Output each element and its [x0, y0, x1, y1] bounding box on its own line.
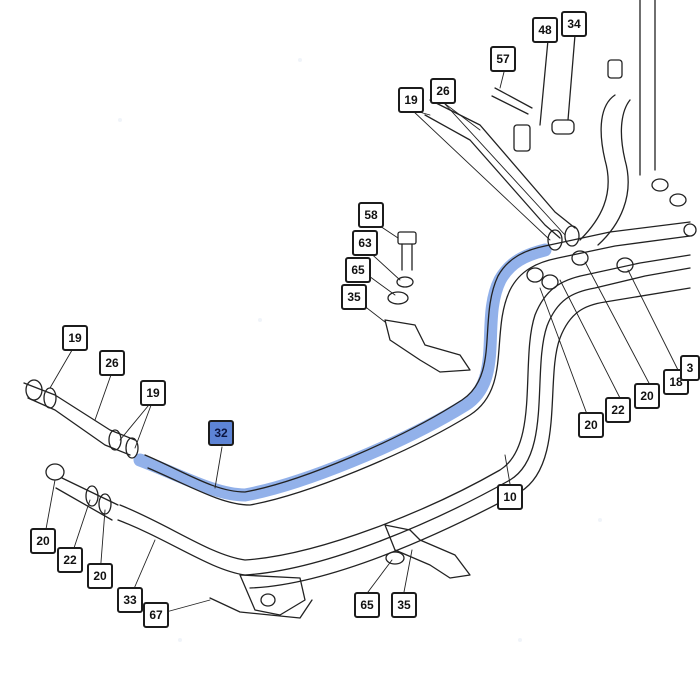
callout-3: 3	[680, 355, 700, 381]
callout-26-left: 26	[99, 350, 125, 376]
callout-20-bl-b: 20	[87, 563, 113, 589]
callout-65-bottom: 65	[354, 592, 380, 618]
callout-26-top: 26	[430, 78, 456, 104]
top-bolt-and-fittings	[491, 34, 623, 152]
callout-20-bl-a: 20	[30, 528, 56, 554]
background-texture	[118, 58, 602, 642]
main-pipe-bundle	[117, 221, 691, 589]
upper-right-pipe	[424, 94, 631, 251]
highlighted-pipe-32	[133, 243, 552, 502]
leader-lines	[43, 71, 679, 616]
callout-19-top: 19	[398, 87, 424, 113]
callout-57: 57	[490, 46, 516, 72]
callout-67: 67	[143, 602, 169, 628]
callout-33: 33	[117, 587, 143, 613]
callout-22-right: 22	[605, 397, 631, 423]
callout-65-mid: 65	[345, 257, 371, 283]
callout-32-highlight: 32	[208, 420, 234, 446]
bottom-left-bracket	[209, 574, 313, 619]
mid-bolt-bracket	[384, 231, 471, 373]
callout-63: 63	[352, 230, 378, 256]
callout-19-left: 19	[62, 325, 88, 351]
lower-left-pipe	[45, 463, 119, 521]
callout-22-bl: 22	[57, 547, 83, 573]
callout-58: 58	[358, 202, 384, 228]
callout-35-bottom: 35	[391, 592, 417, 618]
callout-34: 34	[561, 11, 587, 37]
bottom-bracket	[384, 524, 471, 579]
right-side-fittings	[526, 0, 697, 290]
callout-48: 48	[532, 17, 558, 43]
callout-35-mid: 35	[341, 284, 367, 310]
left-pipe-stub	[23, 379, 139, 459]
callout-10: 10	[497, 484, 523, 510]
callout-19-left-b: 19	[140, 380, 166, 406]
callout-20-right-b: 20	[578, 412, 604, 438]
callout-20-right-a: 20	[634, 383, 660, 409]
